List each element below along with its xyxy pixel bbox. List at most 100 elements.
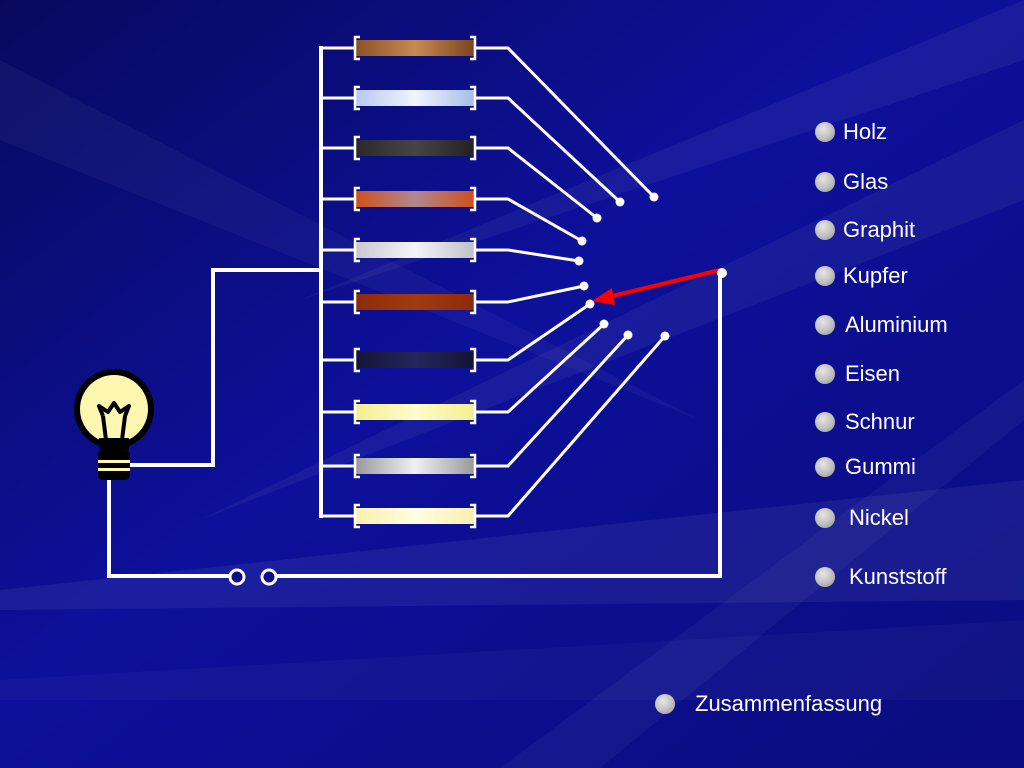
sample-branch-wire: [474, 322, 606, 414]
sample-clamp-right: [470, 347, 477, 373]
sample-clamp-right: [470, 503, 477, 529]
menu-bullet-icon: [815, 122, 835, 142]
bulb-base: [98, 450, 130, 480]
menu-label: Glas: [843, 169, 889, 194]
contact-terminal-kunststoff[interactable]: [660, 331, 670, 341]
circuit-wires: [107, 46, 722, 578]
sample-branch-wire: [474, 333, 630, 468]
sample-clamp-right: [470, 35, 477, 61]
contact-terminals: [574, 192, 670, 341]
material-sample-holz: [353, 35, 477, 61]
material-sample-schnur: [353, 347, 477, 373]
contact-terminal-aluminium[interactable]: [574, 256, 584, 266]
sample-branch-wire: [474, 146, 598, 220]
contact-terminal-eisen[interactable]: [579, 281, 589, 291]
sample-clamp-left: [353, 503, 360, 529]
bulb-neck: [99, 438, 129, 450]
menu-item-eisen[interactable]: Eisen: [815, 360, 900, 388]
menu-item-aluminium[interactable]: Aluminium: [815, 311, 948, 339]
sample-clamp-left: [353, 35, 360, 61]
material-sample-kupfer: [353, 186, 477, 212]
sample-bar: [356, 90, 474, 106]
material-sample-graphit: [353, 135, 477, 161]
sample-clamp-left: [353, 399, 360, 425]
switch[interactable]: [228, 568, 278, 586]
menu-bullet-icon: [815, 567, 835, 587]
menu-label: Eisen: [845, 361, 901, 386]
sample-clamp-left: [353, 85, 360, 111]
menu-label: Graphit: [843, 217, 916, 242]
contact-terminal-holz[interactable]: [649, 192, 659, 202]
sample-clamp-left: [353, 347, 360, 373]
contact-terminal-nickel[interactable]: [623, 330, 633, 340]
menu-bullet-icon: [655, 694, 675, 714]
menu-label: Schnur: [845, 409, 915, 434]
sample-branch-wire: [474, 302, 591, 362]
sample-clamp-right: [470, 186, 477, 212]
menu-label: Holz: [843, 119, 888, 144]
menu-label: Aluminium: [845, 312, 948, 337]
sample-bar: [356, 140, 474, 156]
menu-label: Kunststoff: [849, 564, 947, 589]
selector-pointer[interactable]: [592, 268, 727, 305]
sample-branch-wire: [474, 197, 583, 243]
menu-item-kupfer[interactable]: Kupfer: [815, 262, 908, 290]
sample-branch-wire: [474, 96, 622, 204]
menu-bullet-icon: [815, 412, 835, 432]
summary-label: Zusammenfassung: [695, 691, 883, 716]
bulb-base-thread: [98, 468, 130, 471]
contact-terminal-glas[interactable]: [615, 197, 625, 207]
material-sample-gummi: [353, 399, 477, 425]
contact-terminal-graphit[interactable]: [592, 213, 602, 223]
sample-branch-wire: [474, 335, 667, 518]
menu-item-schnur[interactable]: Schnur: [815, 408, 915, 436]
menu-bullet-icon: [815, 508, 835, 528]
sample-clamp-left: [353, 453, 360, 479]
sample-clamp-right: [470, 237, 477, 263]
selector-arm: [603, 268, 721, 300]
sample-clamp-left: [353, 289, 360, 315]
menu-bullet-icon: [815, 457, 835, 477]
menu-label: Gummi: [845, 454, 916, 479]
sample-bar: [356, 191, 474, 207]
menu-item-graphit[interactable]: Graphit: [815, 216, 915, 244]
menu-label: Kupfer: [843, 263, 908, 288]
material-sample-kunststoff: [353, 503, 477, 529]
menu-bullet-icon: [815, 266, 835, 286]
sample-clamp-left: [353, 186, 360, 212]
sample-branches: [321, 46, 667, 518]
material-sample-glas: [353, 85, 477, 111]
menu-item-gummi[interactable]: Gummi: [815, 453, 916, 481]
material-sample-aluminium: [353, 237, 477, 263]
menu-item-nickel[interactable]: Nickel: [815, 504, 909, 532]
menu-label: Nickel: [849, 505, 909, 530]
menu-item-holz[interactable]: Holz: [815, 118, 887, 146]
selector-arrowhead: [592, 288, 615, 305]
switch-terminal-left: [228, 568, 246, 586]
contact-terminal-kupfer[interactable]: [577, 236, 587, 246]
menu-bullet-icon: [815, 315, 835, 335]
sample-clamp-right: [470, 453, 477, 479]
bulb-filament: [97, 401, 131, 441]
sample-branch-wire: [474, 46, 656, 199]
lightbulb-icon: [74, 369, 154, 480]
material-sample-nickel: [353, 453, 477, 479]
menu-bullet-icon: [815, 364, 835, 384]
menu-item-glas[interactable]: Glas: [815, 168, 888, 196]
sample-clamp-left: [353, 135, 360, 161]
sample-bar: [356, 242, 474, 258]
menu-bullet-icon: [815, 172, 835, 192]
sample-clamp-left: [353, 237, 360, 263]
material-samples: [353, 35, 477, 529]
sample-clamp-right: [470, 135, 477, 161]
contact-terminal-gummi[interactable]: [599, 319, 609, 329]
sample-bar: [356, 508, 474, 524]
sample-bar: [356, 40, 474, 56]
sample-clamp-right: [470, 85, 477, 111]
summary-link[interactable]: Zusammenfassung: [655, 690, 882, 718]
contact-terminal-schnur[interactable]: [585, 299, 595, 309]
bulb-glow: [80, 375, 148, 443]
menu-item-kunststoff[interactable]: Kunststoff: [815, 563, 946, 591]
